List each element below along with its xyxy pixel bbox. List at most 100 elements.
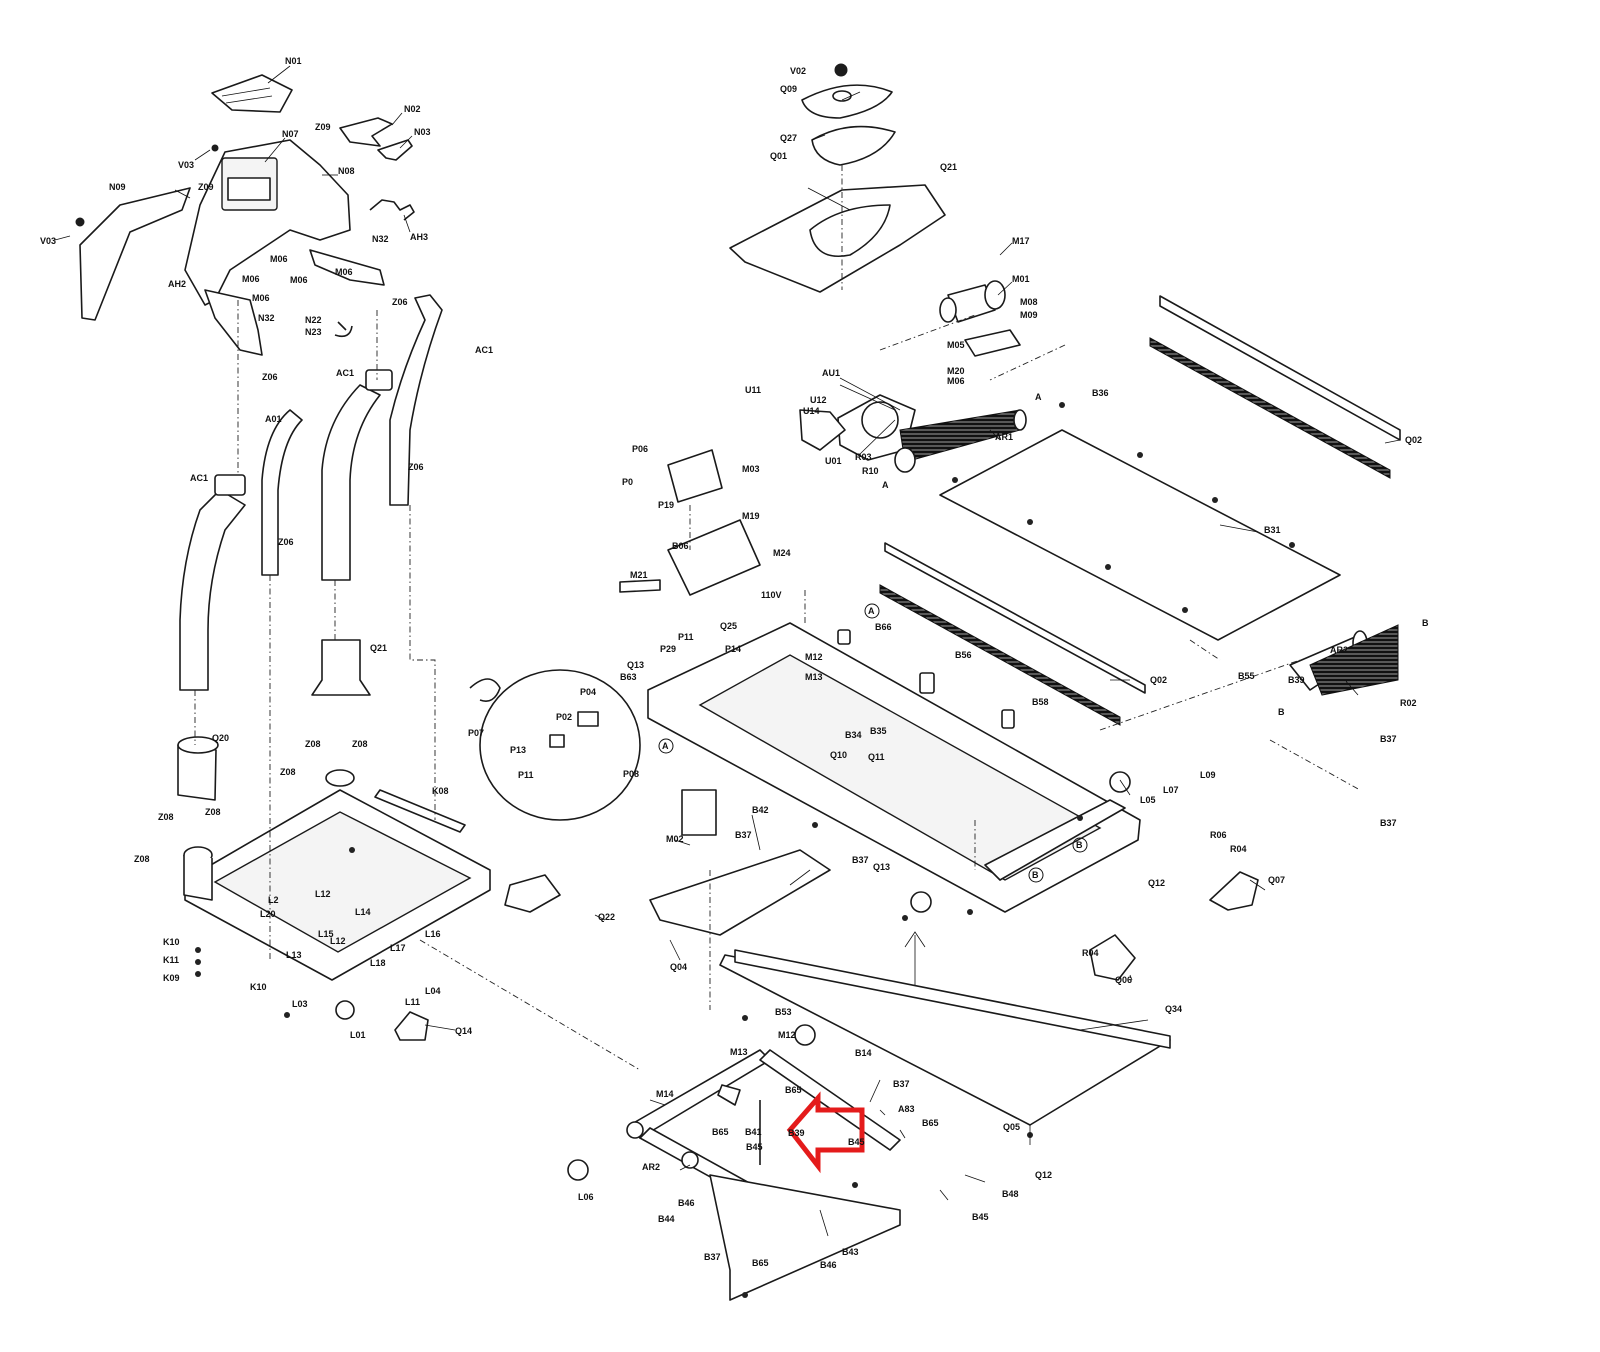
- label-n02: N02: [404, 104, 421, 114]
- part-labels: N01 N02 N03 N07 N08 N09 V03 V03 Z09 Z09 …: [40, 56, 1429, 1270]
- label-l01: L01: [350, 1030, 366, 1040]
- label-b48: B48: [1002, 1189, 1019, 1199]
- label-b43: B43: [842, 1247, 859, 1257]
- label-m14: M14: [656, 1089, 674, 1099]
- label-b45b: B45: [848, 1137, 865, 1147]
- label-au1: AU1: [822, 368, 840, 378]
- label-q11: Q11: [868, 752, 885, 762]
- label-b46b: B46: [820, 1260, 837, 1270]
- label-q02a: Q02: [1405, 435, 1422, 445]
- label-b41: B41: [745, 1127, 762, 1137]
- label-m21: M21: [630, 570, 648, 580]
- label-m17: M17: [1012, 236, 1030, 246]
- label-m02: M02: [666, 834, 684, 844]
- label-q06: Q06: [1115, 975, 1132, 985]
- label-l12a: L12: [315, 889, 331, 899]
- label-n07: N07: [282, 129, 299, 139]
- label-z09b: Z09: [198, 182, 214, 192]
- label-r04a: R04: [1230, 844, 1247, 854]
- upright-tubes: [177, 294, 443, 801]
- label-ar2: AR2: [1330, 645, 1348, 655]
- label-q21b: Q21: [940, 162, 957, 172]
- label-b44: B44: [658, 1214, 675, 1224]
- label-l18: L18: [370, 958, 386, 968]
- left-base-frame: [183, 769, 561, 1041]
- label-b37b: B37: [852, 855, 869, 865]
- label-v02: V02: [790, 66, 806, 76]
- label-q25: Q25: [720, 621, 737, 631]
- label-z08f: Z08: [134, 854, 150, 864]
- label-b34: B34: [845, 730, 862, 740]
- label-m12b: M12: [778, 1030, 796, 1040]
- label-p07: P07: [468, 728, 484, 738]
- label-b06: B06: [672, 541, 689, 551]
- label-l11: L11: [405, 997, 420, 1007]
- up-arrow: [904, 931, 926, 985]
- label-k09: K09: [163, 973, 180, 983]
- label-a-bot: A: [882, 480, 889, 490]
- label-b53: B53: [775, 1007, 792, 1017]
- label-q20: Q20: [212, 733, 229, 743]
- label-l05: L05: [1140, 795, 1156, 805]
- label-q01: Q01: [770, 151, 787, 161]
- label-q14: Q14: [455, 1026, 472, 1036]
- label-b37a: B37: [735, 830, 752, 840]
- control-electronics: [469, 449, 761, 821]
- label-q27: Q27: [780, 133, 797, 143]
- label-q12b: Q12: [1035, 1170, 1052, 1180]
- label-n32b: N32: [258, 313, 275, 323]
- label-m06d: M06: [252, 293, 270, 303]
- label-m12a: M12: [805, 652, 823, 662]
- label-b39: B39: [1288, 675, 1305, 685]
- label-b45c: B45: [972, 1212, 989, 1222]
- label-a83: A83: [898, 1104, 915, 1114]
- label-ac1c: AC1: [190, 473, 208, 483]
- label-b37c: B37: [1380, 734, 1397, 744]
- label-z08b: Z08: [352, 739, 368, 749]
- label-p08: P08: [623, 769, 639, 779]
- label-z06c: Z06: [408, 462, 424, 472]
- label-n01: N01: [285, 56, 302, 66]
- label-v03b: V03: [40, 236, 56, 246]
- label-l2: L2: [268, 895, 279, 905]
- label-r06: R06: [1210, 830, 1227, 840]
- label-ah2: AH2: [168, 279, 186, 289]
- label-b14: B14: [855, 1048, 872, 1058]
- label-b37f: B37: [704, 1252, 721, 1262]
- label-b65c: B65: [922, 1118, 939, 1128]
- label-l03: L03: [292, 999, 308, 1009]
- label-b31: B31: [1264, 525, 1281, 535]
- leader-lines: [54, 65, 1401, 1237]
- motor-and-front-roller: [799, 280, 1027, 473]
- label-b58: B58: [1032, 697, 1049, 707]
- label-m08: M08: [1020, 297, 1038, 307]
- label-z06b: Z06: [392, 297, 408, 307]
- label-b65a: B65: [785, 1085, 802, 1095]
- label-r03: R03: [855, 452, 872, 462]
- label-b35: B35: [870, 726, 887, 736]
- label-p0: P0: [622, 477, 633, 487]
- label-m19: M19: [742, 511, 760, 521]
- label-z08e: Z08: [205, 807, 221, 817]
- label-v03a: V03: [178, 160, 194, 170]
- label-b42: B42: [752, 805, 769, 815]
- console-assembly: [75, 74, 415, 356]
- label-q13b: Q13: [873, 862, 890, 872]
- label-a01: A01: [265, 414, 282, 424]
- label-q02b: Q02: [1150, 675, 1167, 685]
- label-l13: L13: [286, 950, 302, 960]
- label-k11: K11: [163, 955, 179, 965]
- label-q05: Q05: [1003, 1122, 1020, 1132]
- label-l14: L14: [355, 907, 371, 917]
- label-q04: Q04: [670, 962, 687, 972]
- label-ar1: AR1: [995, 432, 1013, 442]
- label-circB1: B: [1076, 840, 1083, 850]
- label-ah3: AH3: [410, 232, 428, 242]
- label-m09: M09: [1020, 310, 1038, 320]
- label-ac1a: AC1: [475, 345, 493, 355]
- label-ac1b: AC1: [336, 368, 354, 378]
- label-circA1: A: [868, 606, 875, 616]
- label-b65b: B65: [712, 1127, 729, 1137]
- label-m06e: M06: [335, 267, 353, 277]
- label-z08a: Z08: [305, 739, 321, 749]
